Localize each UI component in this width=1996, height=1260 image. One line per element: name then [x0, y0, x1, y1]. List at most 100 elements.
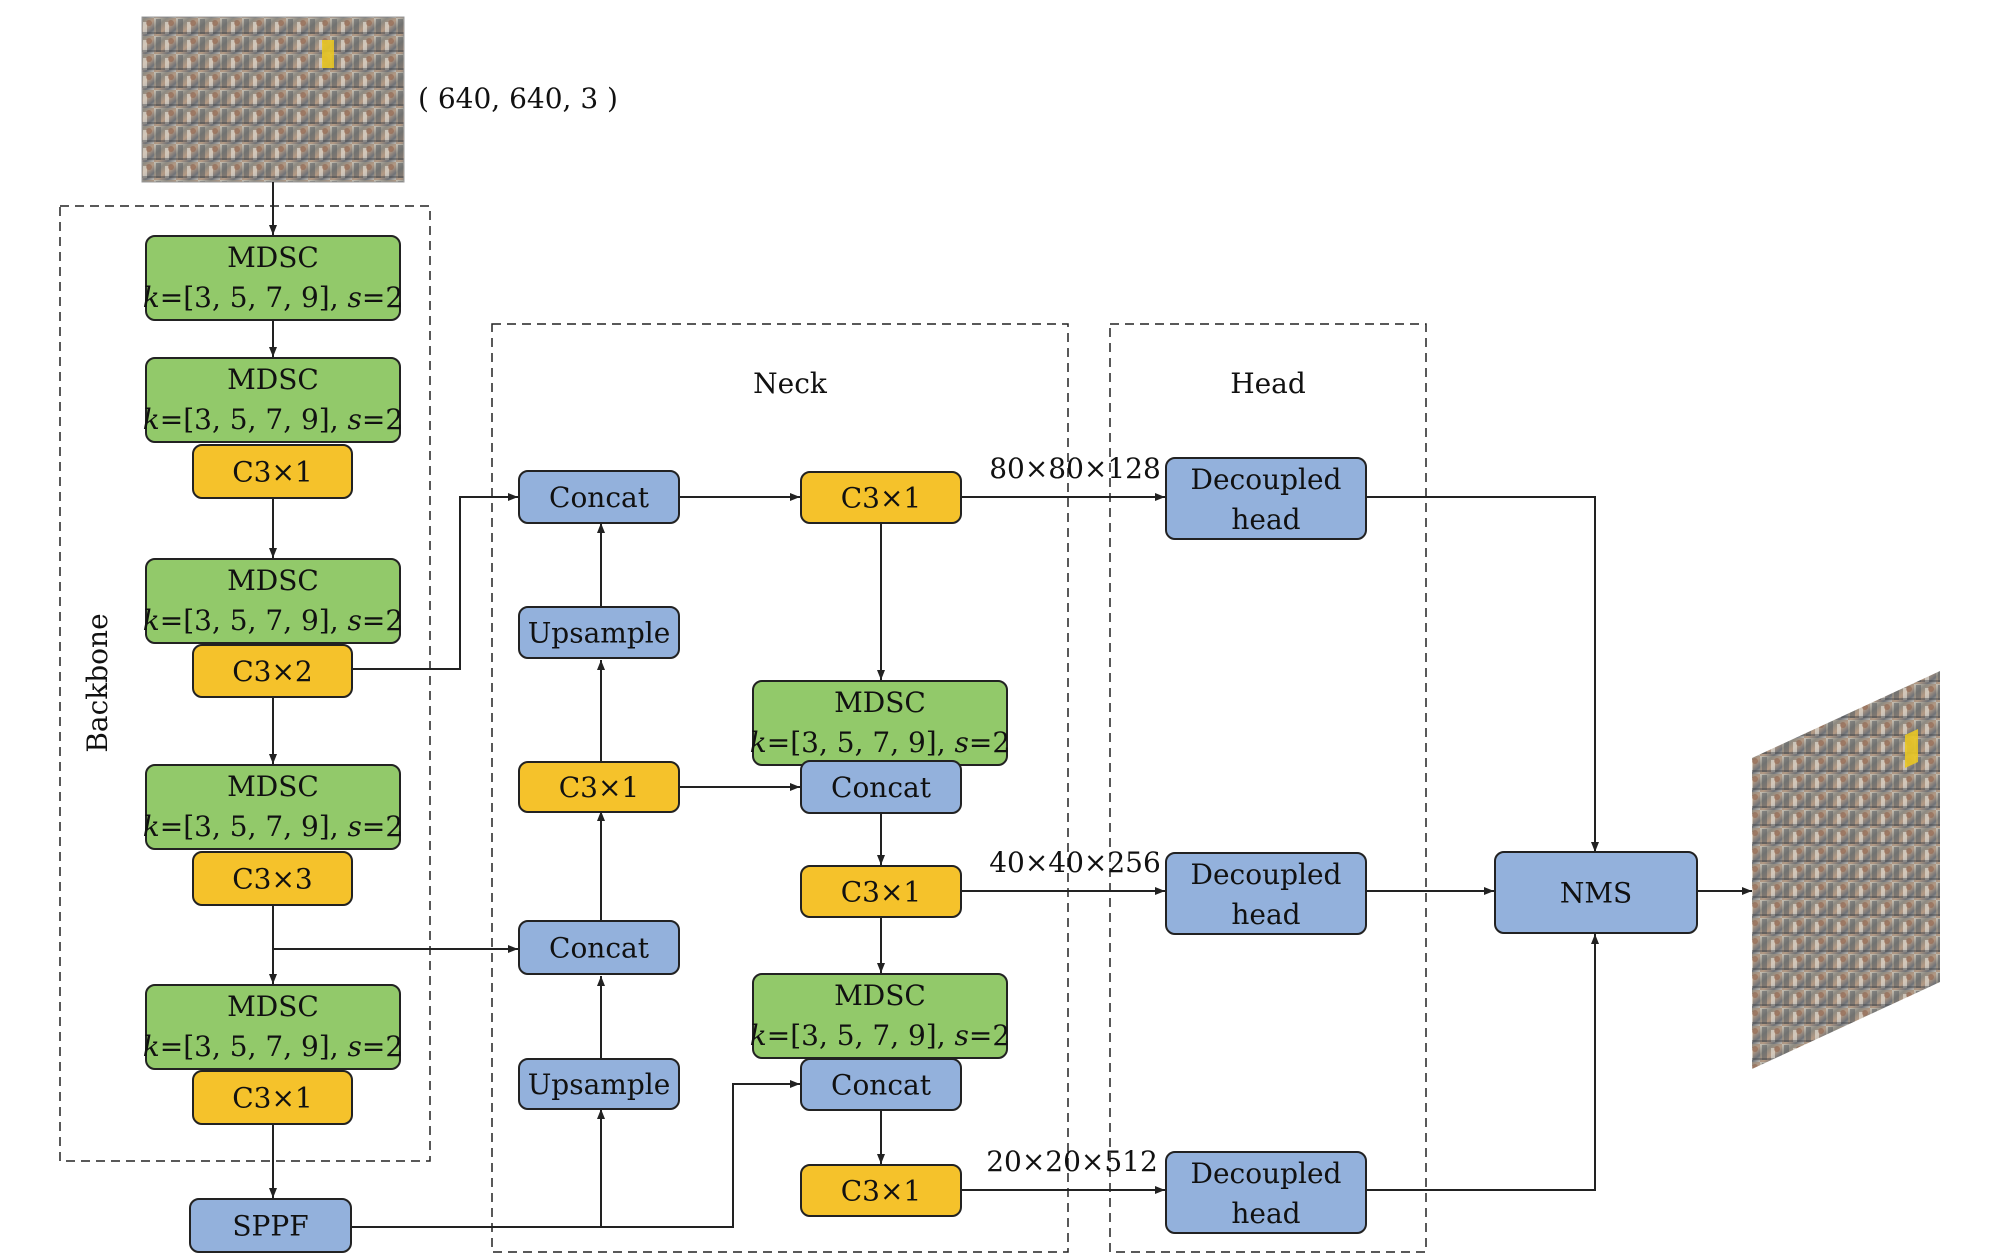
mdsc-block-1-params: k=[3, 5, 7, 9], s=2	[143, 281, 403, 314]
dims-label-mid: 40×40×256	[989, 846, 1161, 879]
mdsc-block-2-title: MDSC	[227, 363, 319, 396]
c3-block-backbone-2: C3×2	[192, 644, 353, 698]
dims-label-top: 80×80×128	[989, 452, 1161, 485]
nms-block: NMS	[1494, 851, 1698, 934]
mdsc-block-neck-1: MDSC k=[3, 5, 7, 9], s=2	[750, 680, 1010, 766]
mdsc-block-4-title: MDSC	[227, 770, 319, 803]
mdsc-block-1: MDSC k=[3, 5, 7, 9], s=2	[143, 235, 403, 321]
mdsc-block-5-param-part: k	[143, 1030, 160, 1063]
c3-block-backbone-2-label: C3×2	[232, 655, 313, 688]
mdsc-block-neck-2-param-part: s	[955, 1019, 969, 1052]
mdsc-block-neck-1-param-part: k	[750, 726, 767, 759]
c3-block-backbone-3: C3×3	[192, 851, 353, 906]
mdsc-block-3-param-part: =2	[362, 604, 403, 637]
c3-block-neck-top: C3×1	[800, 471, 962, 524]
mdsc-block-neck-1-param-part: s	[955, 726, 969, 759]
concat-neck-top: Concat	[518, 470, 680, 524]
mdsc-block-neck-1-param-part: =2	[969, 726, 1010, 759]
mdsc-block-1-param-part: =2	[362, 281, 403, 314]
mdsc-block-5-title: MDSC	[227, 990, 319, 1023]
c3-block-backbone-1-label: C3×1	[232, 456, 313, 489]
nms-block-label: NMS	[1560, 877, 1632, 910]
neck-label: Neck	[753, 367, 828, 400]
c3-block-neck-bottom-label: C3×1	[841, 1175, 922, 1208]
mdsc-block-5-params: k=[3, 5, 7, 9], s=2	[143, 1030, 403, 1063]
mdsc-block-neck-1-param-part: =[3, 5, 7, 9],	[767, 726, 955, 759]
mdsc-block-3-params: k=[3, 5, 7, 9], s=2	[143, 604, 403, 637]
concat-neck-mid-label: Concat	[831, 771, 932, 804]
decoupled-head-mid: Decoupled head	[1165, 852, 1367, 935]
head-group: Head	[1109, 323, 1427, 1253]
c3-block-backbone-3-label: C3×3	[232, 863, 313, 896]
input-image	[141, 16, 405, 183]
mdsc-block-4-param-part: k	[143, 810, 160, 843]
concat-neck-mid: Concat	[800, 760, 962, 814]
mdsc-block-2-param-part: =2	[362, 403, 403, 436]
c3-block-neck-mid-label: C3×1	[841, 876, 922, 909]
concat-neck-left: Concat	[518, 920, 680, 975]
c3-block-neck-left: C3×1	[518, 761, 680, 813]
output-image	[1752, 671, 1940, 1069]
c3-block-neck-mid: C3×1	[800, 865, 962, 918]
upsample-neck-top-label: Upsample	[528, 617, 671, 650]
mdsc-block-4-param-part: =2	[362, 810, 403, 843]
c3-block-neck-bottom: C3×1	[800, 1164, 962, 1217]
mdsc-block-2-params: k=[3, 5, 7, 9], s=2	[143, 403, 403, 436]
mdsc-block-4-param-part: =[3, 5, 7, 9],	[160, 810, 348, 843]
mdsc-block-3-param-part: =[3, 5, 7, 9],	[160, 604, 348, 637]
mdsc-block-3-param-part: s	[348, 604, 362, 637]
mdsc-block-1-title: MDSC	[227, 241, 319, 274]
sppf-block-label: SPPF	[232, 1210, 308, 1243]
decoupled-head-mid-line1: Decoupled	[1191, 858, 1342, 891]
mdsc-block-5: MDSC k=[3, 5, 7, 9], s=2	[143, 984, 403, 1070]
concat-neck-top-label: Concat	[549, 481, 650, 514]
sppf-block: SPPF	[189, 1198, 352, 1253]
mdsc-block-2: MDSC k=[3, 5, 7, 9], s=2	[143, 357, 403, 443]
decoupled-head-top-line1: Decoupled	[1191, 463, 1342, 496]
decoupled-head-bottom-line2: head	[1231, 1197, 1300, 1230]
mdsc-block-neck-2-param-part: =2	[969, 1019, 1010, 1052]
mdsc-block-2-param-part: k	[143, 403, 160, 436]
c3-block-neck-top-label: C3×1	[841, 482, 922, 515]
c3-block-backbone-1: C3×1	[192, 444, 353, 499]
mdsc-block-5-param-part: =2	[362, 1030, 403, 1063]
mdsc-block-neck-2-params: k=[3, 5, 7, 9], s=2	[750, 1019, 1010, 1052]
upsample-neck-bottom: Upsample	[518, 1058, 680, 1110]
mdsc-block-1-param-part: s	[348, 281, 362, 314]
mdsc-block-5-param-part: s	[348, 1030, 362, 1063]
decoupled-head-mid-line2: head	[1231, 898, 1300, 931]
c3-block-backbone-4: C3×1	[192, 1070, 353, 1125]
mdsc-block-1-param-part: =[3, 5, 7, 9],	[160, 281, 348, 314]
mdsc-block-neck-2-param-part: k	[750, 1019, 767, 1052]
upsample-neck-top: Upsample	[518, 606, 680, 659]
mdsc-block-4-param-part: s	[348, 810, 362, 843]
concat-neck-bottom-label: Concat	[831, 1069, 932, 1102]
decoupled-head-bottom-line1: Decoupled	[1191, 1157, 1342, 1190]
c3-block-backbone-4-label: C3×1	[232, 1082, 313, 1115]
dims-label-bottom: 20×20×512	[986, 1145, 1158, 1178]
mdsc-block-3-title: MDSC	[227, 564, 319, 597]
mdsc-block-neck-1-params: k=[3, 5, 7, 9], s=2	[750, 726, 1010, 759]
mdsc-block-1-param-part: k	[143, 281, 160, 314]
mdsc-block-2-param-part: =[3, 5, 7, 9],	[160, 403, 348, 436]
head-label: Head	[1230, 367, 1306, 400]
mdsc-block-5-param-part: =[3, 5, 7, 9],	[160, 1030, 348, 1063]
backbone-label: Backbone	[81, 613, 114, 752]
mdsc-block-3: MDSC k=[3, 5, 7, 9], s=2	[143, 558, 403, 644]
input-shape-label: ( 640, 640, 3 )	[418, 82, 618, 115]
c3-block-neck-left-label: C3×1	[559, 771, 640, 804]
concat-neck-left-label: Concat	[549, 932, 650, 965]
neck-group: Neck	[491, 323, 1069, 1253]
connections	[269, 182, 1752, 1228]
upsample-neck-bottom-label: Upsample	[528, 1068, 671, 1101]
backbone-group: Backbone	[59, 205, 431, 1162]
mdsc-block-4-params: k=[3, 5, 7, 9], s=2	[143, 810, 403, 843]
decoupled-head-top-line2: head	[1231, 503, 1300, 536]
mdsc-block-neck-2-param-part: =[3, 5, 7, 9],	[767, 1019, 955, 1052]
mdsc-block-neck-1-title: MDSC	[834, 686, 926, 719]
decoupled-head-top: Decoupled head	[1165, 457, 1367, 540]
mdsc-block-4: MDSC k=[3, 5, 7, 9], s=2	[143, 764, 403, 850]
